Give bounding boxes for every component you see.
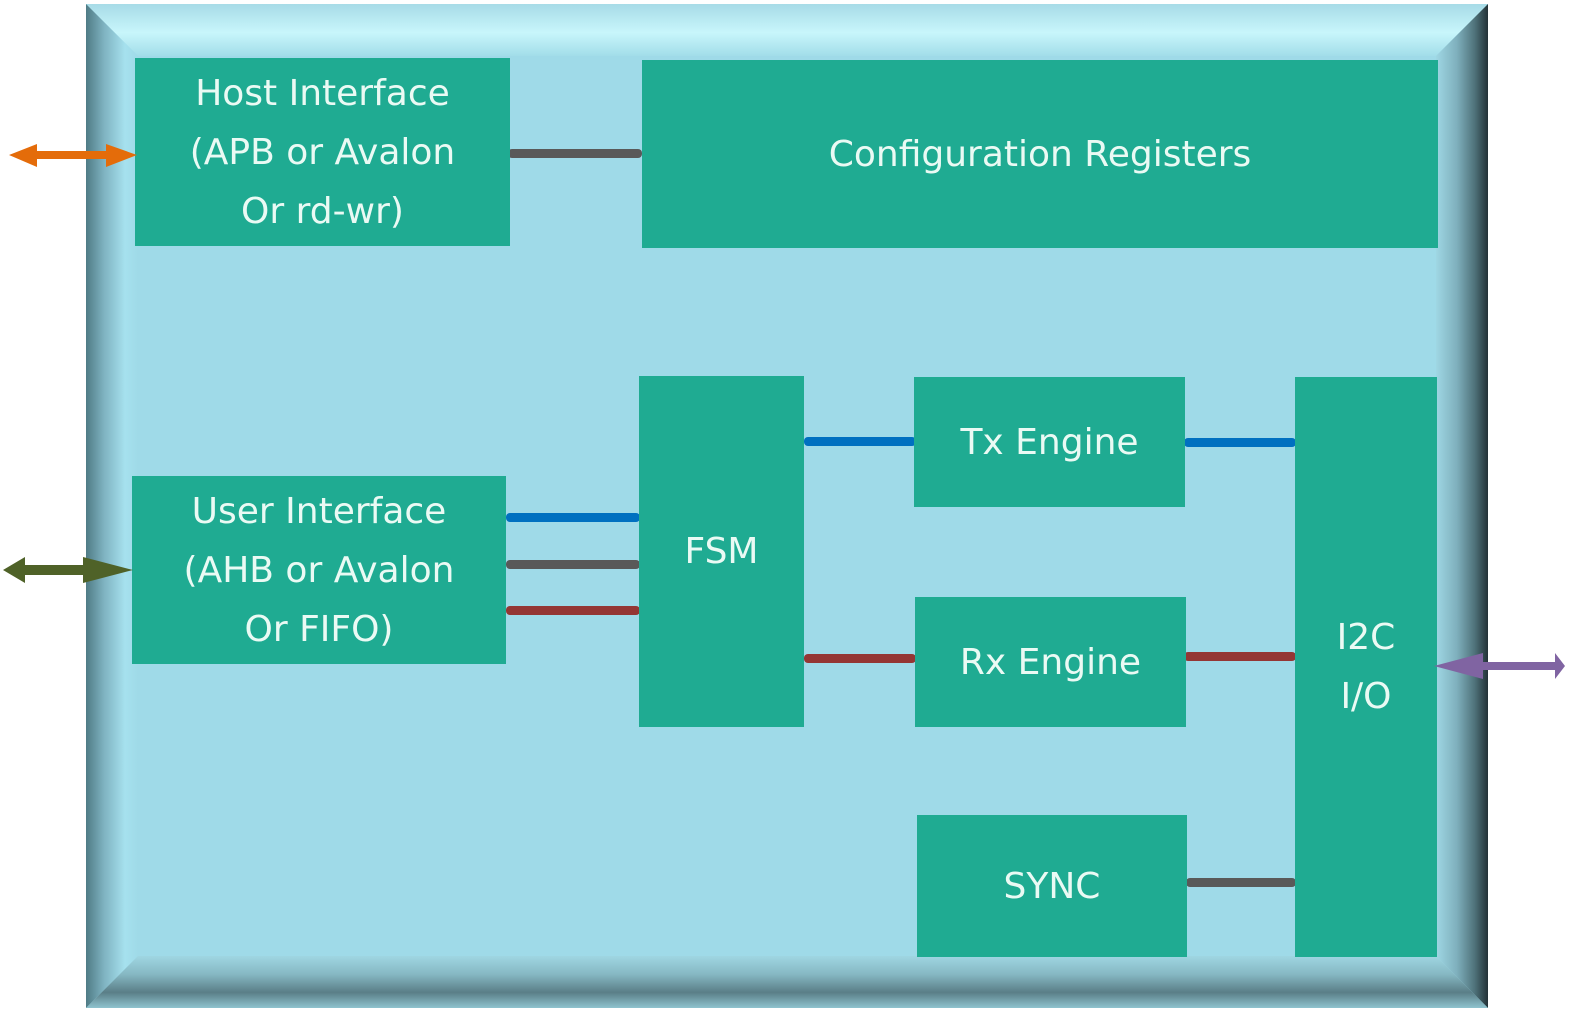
rx-engine-label: Rx Engine bbox=[959, 641, 1142, 683]
sync-block[interactable]: SYNC bbox=[917, 815, 1187, 957]
rx-engine-block[interactable]: Rx Engine bbox=[915, 597, 1186, 727]
i2c-io-block[interactable]: I2C I/O bbox=[1295, 377, 1437, 957]
frame-bevel-right bbox=[1436, 4, 1488, 1008]
wire-fsm-to-tx bbox=[804, 437, 916, 446]
fsm-block[interactable]: FSM bbox=[639, 376, 804, 727]
wire-user-to-fsm-blue bbox=[506, 513, 640, 522]
host-interface-block[interactable]: Host Interface (APB or Avalon Or rd-wr) bbox=[135, 58, 510, 246]
tx-engine-block[interactable]: Tx Engine bbox=[914, 377, 1185, 507]
configuration-registers-block[interactable]: Configuration Registers bbox=[642, 60, 1438, 248]
wire-fsm-to-rx bbox=[804, 654, 916, 663]
fsm-label: FSM bbox=[684, 531, 759, 572]
wire-rx-to-i2c bbox=[1184, 652, 1296, 661]
frame-bevel-top bbox=[86, 4, 1488, 56]
frame-bevel-bottom bbox=[86, 956, 1488, 1008]
i2c-io-label: I2C I/O bbox=[1336, 617, 1396, 717]
sync-label: SYNC bbox=[1003, 865, 1101, 907]
wire-host-to-config bbox=[508, 149, 642, 158]
wire-user-to-fsm-red bbox=[506, 606, 640, 615]
frame-bevel-left bbox=[86, 4, 138, 1008]
configuration-registers-label: Configuration Registers bbox=[828, 133, 1252, 175]
host-interface-label: Host Interface (APB or Avalon Or rd-wr) bbox=[189, 72, 456, 232]
wire-tx-to-i2c bbox=[1184, 438, 1296, 447]
tx-engine-label: Tx Engine bbox=[960, 421, 1139, 463]
user-interface-label: User Interface (AHB or Avalon Or FIFO) bbox=[183, 490, 455, 650]
wire-sync-to-i2c bbox=[1186, 878, 1296, 887]
wire-user-to-fsm-gray bbox=[506, 560, 640, 569]
user-interface-block[interactable]: User Interface (AHB or Avalon Or FIFO) bbox=[132, 476, 506, 664]
